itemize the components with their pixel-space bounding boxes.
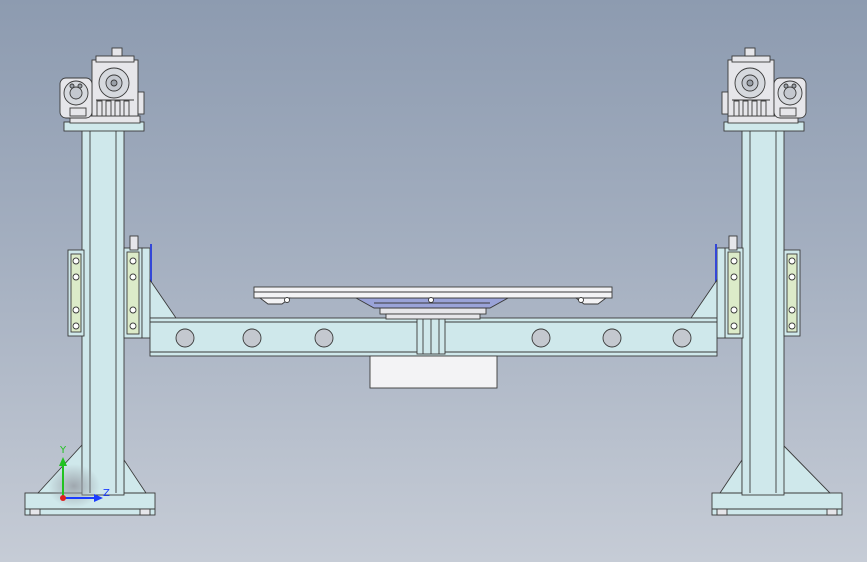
z-axis-arrow bbox=[94, 494, 103, 502]
left-column-body bbox=[81, 129, 125, 496]
beam-holes bbox=[175, 328, 692, 348]
turntable-plate bbox=[253, 286, 613, 299]
cross-beam bbox=[149, 278, 718, 389]
left-outer-bearing bbox=[67, 249, 85, 337]
right-base-plate bbox=[711, 492, 843, 516]
right-gearbox bbox=[721, 47, 775, 117]
right-rotary-flange bbox=[715, 235, 744, 339]
right-outer-bearing bbox=[783, 249, 801, 337]
right-motor bbox=[773, 77, 807, 119]
left-motor bbox=[59, 77, 93, 119]
z-axis-label: Z bbox=[103, 488, 110, 499]
left-gearbox bbox=[91, 47, 145, 117]
left-beam-bracket bbox=[149, 278, 177, 319]
x-axis-dot bbox=[60, 495, 66, 501]
left-rotary-flange bbox=[123, 235, 152, 339]
right-gusset bbox=[782, 443, 832, 494]
y-axis-label: Y bbox=[59, 445, 67, 456]
y-axis-arrow bbox=[59, 457, 67, 466]
left-column bbox=[24, 47, 156, 516]
drive-box bbox=[369, 355, 498, 389]
right-column bbox=[711, 47, 843, 516]
right-beam-bracket bbox=[690, 278, 718, 319]
axis-triad: Y Z bbox=[48, 445, 110, 508]
right-column-body bbox=[741, 129, 785, 496]
turntable bbox=[253, 286, 613, 320]
triad-shadow bbox=[48, 464, 100, 508]
